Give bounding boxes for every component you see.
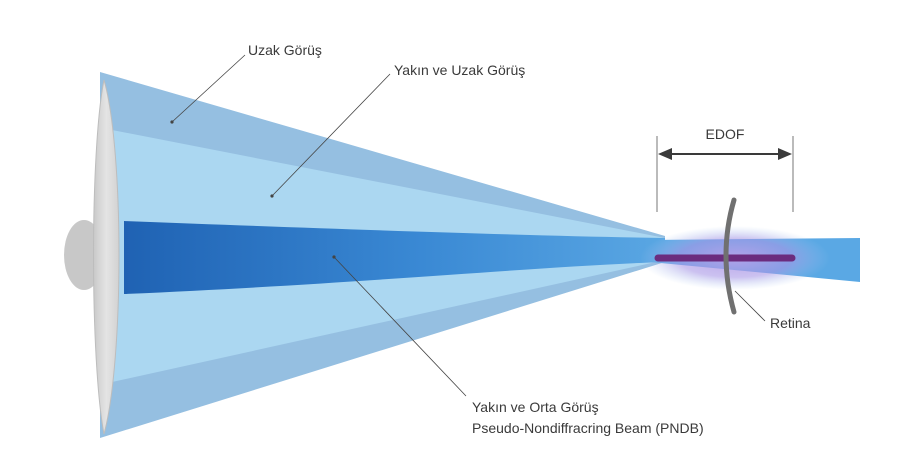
retina-arc xyxy=(723,197,737,315)
central-beam xyxy=(124,221,665,294)
label-near-far-vision: Yakın ve Uzak Görüş xyxy=(394,62,525,78)
leader-near-far-vision xyxy=(271,73,391,197)
lens xyxy=(93,79,120,435)
edof-arrow-right-head xyxy=(778,148,792,160)
leader-far-vision xyxy=(171,54,246,123)
edof-arrow-left-head xyxy=(658,148,672,160)
leader-retina xyxy=(734,290,766,322)
label-retina: Retina xyxy=(770,315,811,331)
label-far-vision: Uzak Görüş xyxy=(248,42,322,58)
leader-far-vision-dot xyxy=(170,120,174,124)
label-pndb: Pseudo-Nondiffracring Beam (PNDB) xyxy=(472,420,704,436)
label-edof: EDOF xyxy=(706,126,745,142)
label-near-mid-vision: Yakın ve Orta Görüş xyxy=(472,399,599,415)
leader-pndb xyxy=(333,256,467,397)
leader-near-far-vision-dot xyxy=(270,194,274,198)
leader-pndb-dot xyxy=(332,255,336,259)
